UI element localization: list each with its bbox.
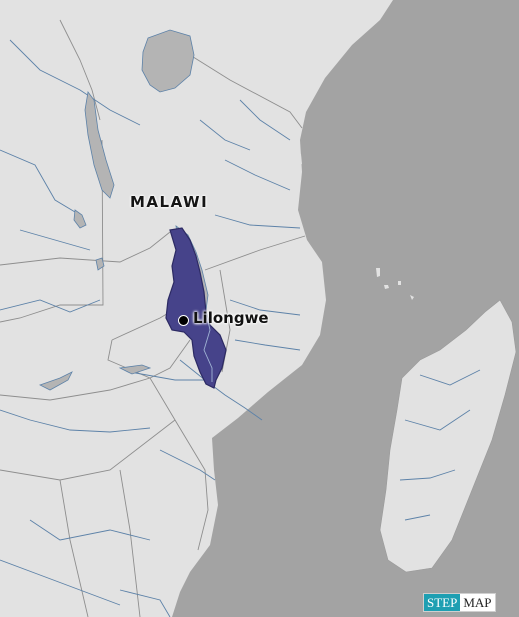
lake-rukwa (73, 209, 87, 229)
stepmap-logo[interactable]: STEP MAP (423, 593, 496, 612)
country-borders (0, 19, 306, 617)
capital-label: Lilongwe (193, 309, 269, 327)
lake-tanganyika (84, 91, 115, 199)
logo-map-text: MAP (460, 594, 495, 611)
island-1 (376, 268, 380, 277)
island-4 (410, 295, 414, 300)
country-label: MALAWI (130, 193, 209, 211)
rivers (0, 39, 481, 617)
lake-kariba (38, 371, 73, 391)
lake-victoria (141, 29, 195, 93)
capital-marker[interactable] (178, 315, 189, 326)
island-2 (384, 285, 389, 289)
logo-step-text: STEP (424, 594, 461, 611)
zanzibar (296, 152, 302, 166)
madagascar (379, 299, 517, 573)
shire-river (203, 311, 213, 382)
lake-cahora-bassa (118, 364, 152, 375)
island-3 (398, 281, 401, 285)
lake-mweru (95, 257, 105, 271)
malawi-country-shape (165, 227, 227, 389)
